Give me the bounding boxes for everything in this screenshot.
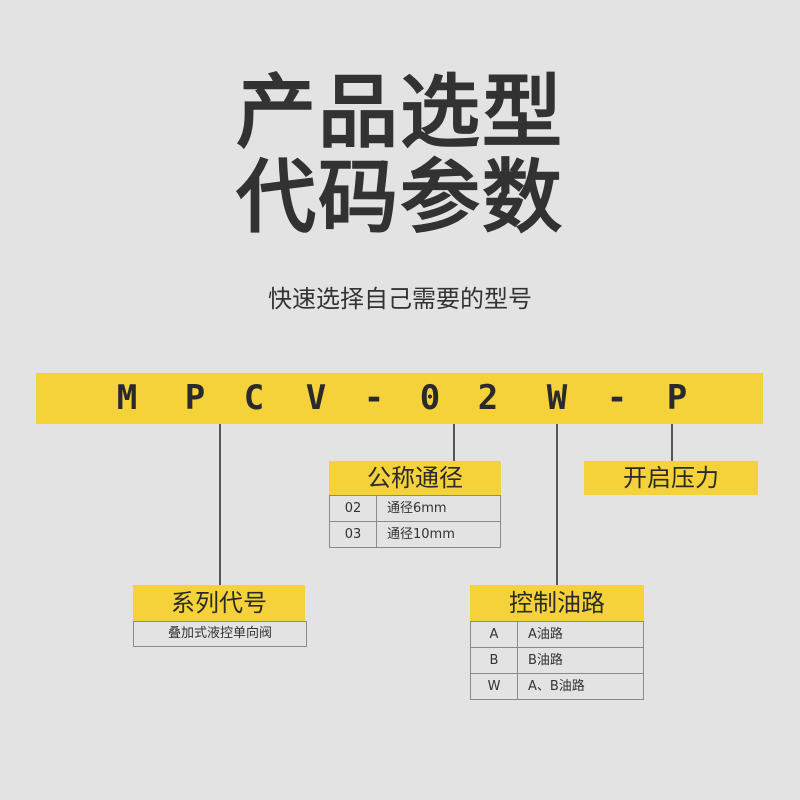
- code-char-dash-2: -: [606, 378, 628, 418]
- code-char-w: W: [546, 378, 568, 418]
- oil-path-label: 控制油路: [470, 585, 644, 621]
- table-cell-desc: 通径10mm: [376, 521, 501, 548]
- title-line-1: 产品选型: [236, 66, 564, 159]
- table-cell-code: A: [470, 621, 518, 648]
- code-char-c: C: [243, 378, 265, 418]
- connector-line-diameter: [453, 424, 455, 461]
- table-cell-desc: A油路: [517, 621, 644, 648]
- connector-line-oil-path: [556, 424, 558, 585]
- series-description: 叠加式液控单向阀: [133, 621, 307, 647]
- pressure-label: 开启压力: [584, 461, 758, 495]
- code-char-p: P: [184, 378, 206, 418]
- table-row: 03 通径10mm: [329, 521, 501, 548]
- table-row: W A、B油路: [470, 673, 644, 700]
- table-cell-desc: A、B油路: [517, 673, 644, 700]
- code-char-0: 0: [419, 378, 441, 418]
- table-row: A A油路: [470, 621, 644, 648]
- table-cell-code: 02: [329, 495, 377, 522]
- code-char-p-2: P: [666, 378, 688, 418]
- table-cell-code: B: [470, 647, 518, 674]
- table-cell-desc: B油路: [517, 647, 644, 674]
- connector-line-series: [219, 424, 221, 585]
- diameter-table: 02 通径6mm 03 通径10mm: [329, 495, 501, 548]
- series-label: 系列代号: [133, 585, 305, 621]
- table-row: 02 通径6mm: [329, 495, 501, 522]
- code-char-m: M: [116, 378, 138, 418]
- diameter-label: 公称通径: [329, 461, 501, 495]
- table-cell-code: W: [470, 673, 518, 700]
- connector-line-pressure: [671, 424, 673, 461]
- subtitle: 快速选择自己需要的型号: [268, 285, 532, 313]
- table-row: B B油路: [470, 647, 644, 674]
- code-char-dash-1: -: [363, 378, 385, 418]
- table-cell-desc: 通径6mm: [376, 495, 501, 522]
- table-cell-code: 03: [329, 521, 377, 548]
- code-char-v: V: [305, 378, 327, 418]
- model-code-bar: [36, 373, 763, 424]
- oil-path-table: A A油路 B B油路 W A、B油路: [470, 621, 644, 700]
- code-char-2: 2: [477, 378, 499, 418]
- title-line-2: 代码参数: [236, 151, 564, 244]
